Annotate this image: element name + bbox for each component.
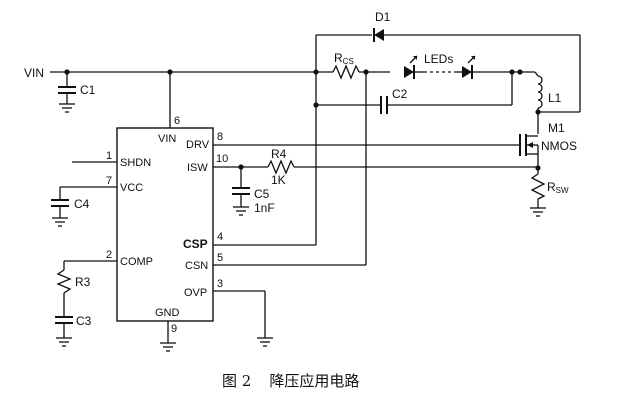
pin-comp-number: 2 bbox=[106, 249, 112, 261]
rcs-label: RCS bbox=[334, 51, 354, 66]
leds-label: LEDs bbox=[424, 52, 453, 66]
pin-drv-number: 8 bbox=[217, 131, 223, 143]
pin-isw-number: 10 bbox=[216, 153, 228, 165]
c2-label: C2 bbox=[392, 87, 408, 101]
c4-label: C4 bbox=[74, 197, 90, 211]
pin-shdn-name: SHDN bbox=[120, 157, 151, 169]
nmos-label: NMOS bbox=[541, 139, 577, 153]
capacitor-c2: C2 bbox=[313, 72, 513, 114]
vin-net: VIN bbox=[24, 66, 333, 128]
figure-number: 图 2 bbox=[222, 372, 251, 390]
pin-vcc-number: 7 bbox=[106, 175, 112, 187]
capacitor-c1: C1 bbox=[58, 72, 96, 113]
r4-label: R4 bbox=[271, 147, 287, 161]
pin-gnd-name: GND bbox=[155, 307, 180, 319]
pin-isw-name: ISW bbox=[187, 162, 208, 174]
led-string: LEDs bbox=[404, 52, 535, 79]
inductor-l1: L1 bbox=[534, 71, 562, 134]
c1-label: C1 bbox=[80, 83, 96, 97]
pin-csp-name: CSP bbox=[183, 237, 208, 251]
nmos-m1: M1 NMOS bbox=[519, 121, 577, 174]
d1-label: D1 bbox=[375, 10, 391, 24]
pin-gnd-number: 9 bbox=[171, 323, 177, 335]
c5-label: C5 bbox=[254, 187, 270, 201]
controller-ic: 6 VIN 1 SHDN 7 VCC C4 2 COMP R3 C3 GN bbox=[51, 72, 538, 352]
figure-title: 降压应用电路 bbox=[269, 372, 359, 390]
rsw-label: RSW bbox=[547, 180, 569, 195]
l1-label: L1 bbox=[548, 91, 562, 105]
resistor-rcs: RCS bbox=[332, 51, 390, 80]
c5-value: 1nF bbox=[254, 201, 275, 215]
pin-vin-name: VIN bbox=[158, 133, 176, 145]
pin-csp-number: 4 bbox=[217, 231, 223, 243]
m1-label: M1 bbox=[548, 121, 565, 135]
r4-value: 1K bbox=[271, 173, 286, 187]
r3-label: R3 bbox=[75, 275, 91, 289]
pin-ovp-number: 3 bbox=[217, 278, 223, 290]
pin-csn-name: CSN bbox=[185, 260, 208, 272]
pin-shdn-number: 1 bbox=[106, 150, 112, 162]
figure-caption: 图 2 降压应用电路 bbox=[222, 372, 359, 390]
pin-vin-number: 6 bbox=[174, 115, 180, 127]
diode-d1: D1 bbox=[315, 10, 581, 113]
pin-drv-name: DRV bbox=[186, 139, 210, 151]
vin-label: VIN bbox=[24, 66, 44, 80]
resistor-rsw: RSW bbox=[530, 173, 569, 217]
pin-vcc-name: VCC bbox=[120, 182, 143, 194]
c3-label: C3 bbox=[76, 314, 92, 328]
pin-comp-name: COMP bbox=[120, 256, 153, 268]
pin-csn-number: 5 bbox=[217, 252, 223, 264]
pin-ovp-name: OVP bbox=[184, 287, 207, 299]
